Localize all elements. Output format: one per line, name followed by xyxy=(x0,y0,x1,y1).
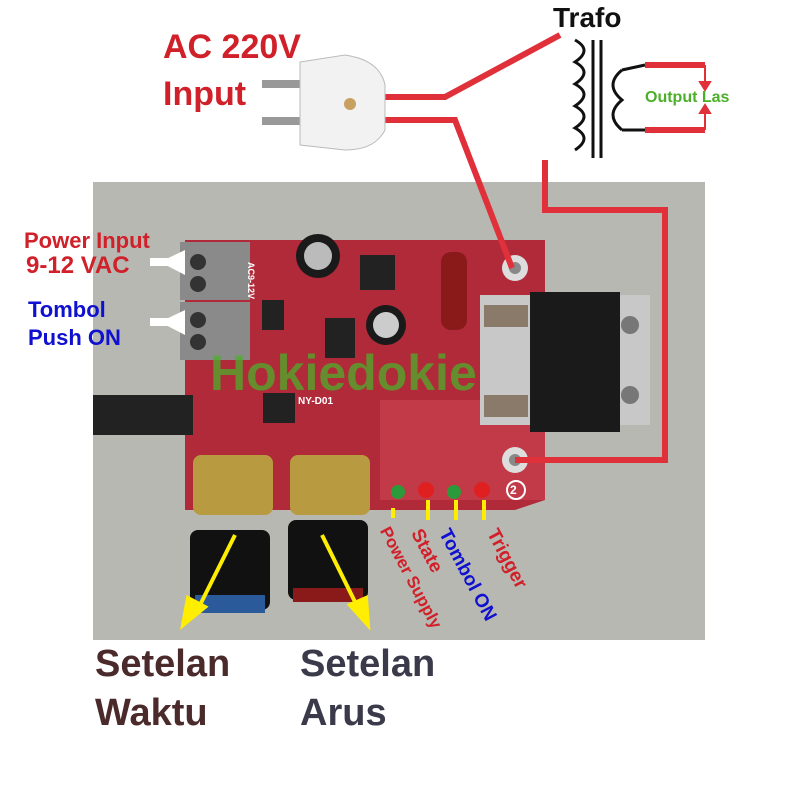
ac-plug-icon xyxy=(262,54,386,151)
transformer-symbol xyxy=(572,38,646,158)
yellow-arrows-icon xyxy=(180,500,486,631)
setelan-arus-label-2: Arus xyxy=(300,692,387,734)
white-arrows-icon xyxy=(150,250,185,335)
power-input-voltage: 9-12 VAC xyxy=(26,252,130,279)
ic-chip-2 xyxy=(263,393,295,423)
tombol-push-label: Tombol xyxy=(28,297,106,322)
regulator-chip xyxy=(360,255,395,290)
power-terminal xyxy=(180,242,250,300)
output-arrows-icon xyxy=(698,65,712,130)
push-terminal xyxy=(180,302,250,360)
power-input-label: Power Input xyxy=(24,228,150,253)
cable-connector xyxy=(93,395,193,435)
setelan-waktu-label-2: Waktu xyxy=(95,692,208,734)
trafo-label: Trafo xyxy=(553,2,622,33)
potentiometer-arus xyxy=(290,455,370,515)
setelan-waktu-label: Setelan xyxy=(95,643,231,685)
led-tombol-on xyxy=(447,485,461,499)
led-power-supply xyxy=(391,485,405,499)
film-capacitor xyxy=(441,252,467,330)
knob-waktu[interactable] xyxy=(190,530,270,610)
led-trigger xyxy=(474,482,490,498)
board-model: NY-D01 xyxy=(298,396,334,407)
watermark: Hokiedokie xyxy=(210,345,477,401)
wiring xyxy=(385,32,705,463)
output-las-label: Output Las xyxy=(645,89,730,106)
tombol-push-label-2: Push ON xyxy=(28,325,121,350)
ac-input-label-2: Input xyxy=(163,75,247,113)
setelan-arus-label: Setelan xyxy=(300,643,436,685)
thyristor-module xyxy=(530,292,620,432)
knob-arus[interactable] xyxy=(288,520,368,600)
ac-input-label: AC 220V xyxy=(163,28,301,66)
ic-chip xyxy=(325,318,355,358)
terminal-number: 2 xyxy=(510,483,517,497)
terminal-label: AC9-12V xyxy=(246,262,256,300)
potentiometer-waktu xyxy=(193,455,273,515)
led-state xyxy=(418,482,434,498)
